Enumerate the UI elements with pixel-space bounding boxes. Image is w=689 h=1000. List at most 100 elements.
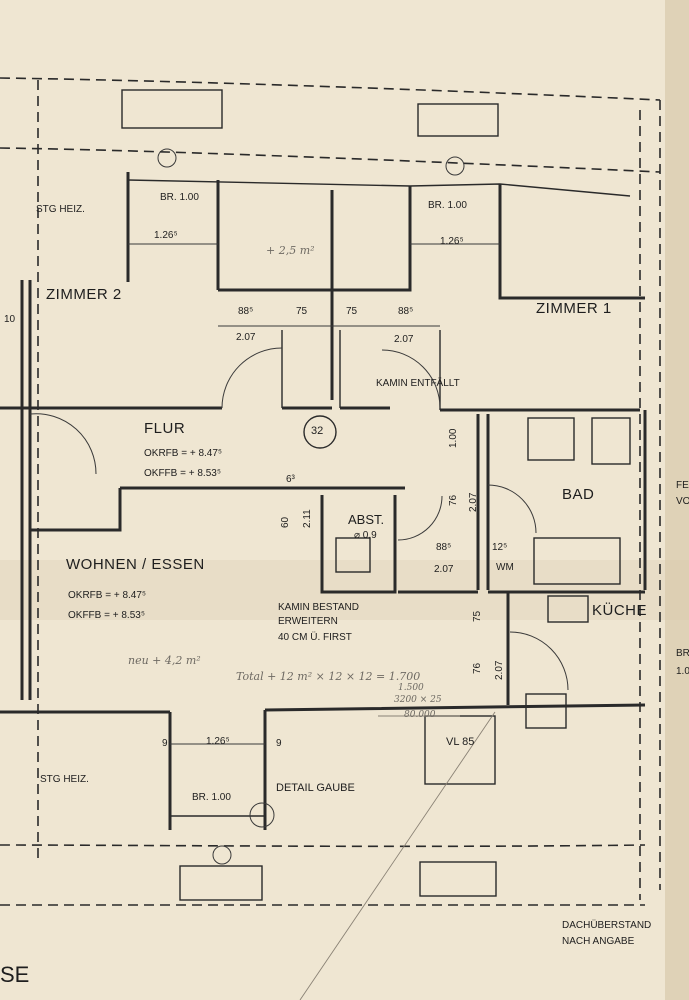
dim-75-b: 75 — [346, 306, 358, 317]
dim-9-b: 9 — [276, 738, 282, 749]
dim-75-c: 75 — [472, 610, 483, 622]
skylight-1 — [121, 89, 223, 129]
dim-63: 6³ — [286, 474, 295, 485]
dim-207-d: 2.07 — [434, 564, 454, 575]
ridge-line-top — [0, 147, 661, 173]
handwriting-calc1: 1.500 — [398, 683, 424, 693]
dim-09: ⌀ 0,9 — [354, 530, 377, 541]
dim-885-b: 88⁵ — [398, 306, 414, 317]
dim-br100-zimmer2: BR. 1.00 — [160, 192, 199, 203]
room-label-bad: BAD — [562, 486, 595, 503]
dim-br: BR — [676, 648, 689, 659]
bad-sink — [527, 417, 575, 461]
wall-wohnen-bottom — [0, 703, 646, 830]
kitchen-stove — [525, 693, 567, 729]
roof-line-bottom — [0, 844, 646, 848]
dim-60: 60 — [280, 516, 291, 528]
room-number-circle — [303, 415, 337, 449]
skylight-2 — [417, 103, 499, 137]
door-swing-left — [29, 413, 97, 475]
door-swing-zimmer1 — [381, 349, 441, 409]
dim-br100-bottom: BR. 1.00 — [192, 792, 231, 803]
dim-vo: VO — [676, 496, 689, 507]
note-wm: WM — [496, 562, 514, 573]
room-label-kueche: KÜCHE — [592, 602, 648, 619]
note-kamin-bestand-1: KAMIN BESTAND — [278, 602, 359, 613]
door-swing-kueche — [509, 631, 569, 691]
room-label-zimmer2: ZIMMER 2 — [46, 286, 122, 303]
chimney — [335, 537, 371, 573]
dim-885-a: 88⁵ — [238, 306, 254, 317]
note-kamin-entfaellt: KAMIN ENTFÄLLT — [376, 378, 460, 389]
dim-207-b: 2.07 — [394, 334, 414, 345]
paper-edge-shade — [665, 0, 689, 1000]
dormer-wall-right — [498, 184, 645, 300]
dim-76-b: 76 — [472, 662, 483, 674]
room-label-abst: ABST. — [348, 512, 385, 527]
dim-1265-zimmer2: 1.26⁵ — [154, 230, 178, 241]
note-stg-heiz-bottom: STG HEIZ. — [40, 774, 89, 785]
note-kamin-bestand-2: ERWEITERN — [278, 616, 338, 627]
wall-wohnen-top — [30, 488, 122, 532]
handwriting-calc3: 80.000 — [404, 710, 436, 720]
note-dachueberstand-2: NACH ANGABE — [562, 936, 635, 947]
note-kamin-bestand-3: 40 CM Ü. FIRST — [278, 632, 352, 643]
edge-text-se: SE — [0, 962, 30, 987]
ceiling-fixture-3 — [212, 845, 232, 865]
room-label-zimmer1: ZIMMER 1 — [536, 300, 612, 317]
dim-211: 2.11 — [302, 509, 313, 528]
dim-10: 10 — [4, 314, 16, 325]
ceiling-fixture-1 — [157, 148, 177, 168]
dim-1265-bottom: 1.26⁵ — [206, 736, 230, 747]
dim-207-a: 2.07 — [236, 332, 256, 343]
level-wohnen-okffb: OKFFB = + 8.53⁵ — [68, 610, 145, 621]
note-stg-heiz-top: STG HEIZ. — [36, 204, 85, 215]
wall-abst — [320, 495, 397, 594]
dim-100: 1.00 — [448, 428, 459, 448]
handwriting-total: Total + 12 m² × 12 × 12 = 1.700 — [236, 670, 421, 683]
dim-885-c: 88⁵ — [436, 542, 452, 553]
handwriting-calc2: 3200 × 25 — [394, 695, 442, 705]
level-flur-okrfb: OKRFB = + 8.47⁵ — [144, 448, 223, 459]
handwriting-neu: neu + 4,2 m² — [128, 654, 201, 667]
skylight-3 — [179, 865, 263, 901]
dim-9-a: 9 — [162, 738, 168, 749]
door-jambs — [281, 330, 441, 410]
note-detail-gaube: DETAIL GAUBE — [276, 782, 355, 794]
skylight-4 — [419, 861, 497, 897]
dim-76-a: 76 — [448, 494, 459, 506]
room-label-wohnen: WOHNEN / ESSEN — [66, 556, 205, 573]
bad-toilet — [591, 417, 631, 465]
dim-207-c: 2.07 — [468, 492, 479, 512]
dim-75-a: 75 — [296, 306, 308, 317]
dormer-front — [127, 179, 631, 197]
dim-br100-zimmer1: BR. 1.00 — [428, 200, 467, 211]
dormer-wall-left — [126, 172, 412, 292]
note-dachueberstand-1: DACHÜBERSTAND — [562, 920, 652, 931]
dim-125: 12⁵ — [492, 542, 508, 553]
level-wohnen-okrfb: OKRFB = + 8.47⁵ — [68, 590, 147, 601]
paper-fold-shade — [0, 560, 689, 620]
bad-tub — [533, 537, 621, 585]
ceiling-fixture-2 — [445, 156, 465, 176]
left-wall — [20, 280, 32, 700]
detail-gaube-marker — [249, 802, 275, 828]
dim-area-zimmer: + 2,5 m² — [266, 244, 315, 257]
room-number: 32 — [311, 425, 324, 437]
pencil-diagonal — [299, 711, 496, 1000]
dim-1265-zimmer1: 1.26⁵ — [440, 236, 464, 247]
wall-bad-left — [476, 414, 490, 590]
door-swing-zimmer2 — [221, 347, 283, 409]
note-vl: VL 85 — [446, 736, 475, 748]
room-label-flur: FLUR — [144, 420, 186, 437]
level-flur-okffb: OKFFB = + 8.53⁵ — [144, 468, 221, 479]
dim-207-e: 2.07 — [494, 660, 505, 680]
kitchen-sink — [547, 595, 589, 623]
dim-10-right: 1.0 — [676, 666, 689, 677]
dim-fe: FE — [676, 480, 689, 491]
roof-line-top — [0, 77, 661, 101]
door-swing-abst — [397, 495, 443, 541]
door-swing-bad — [487, 484, 537, 534]
